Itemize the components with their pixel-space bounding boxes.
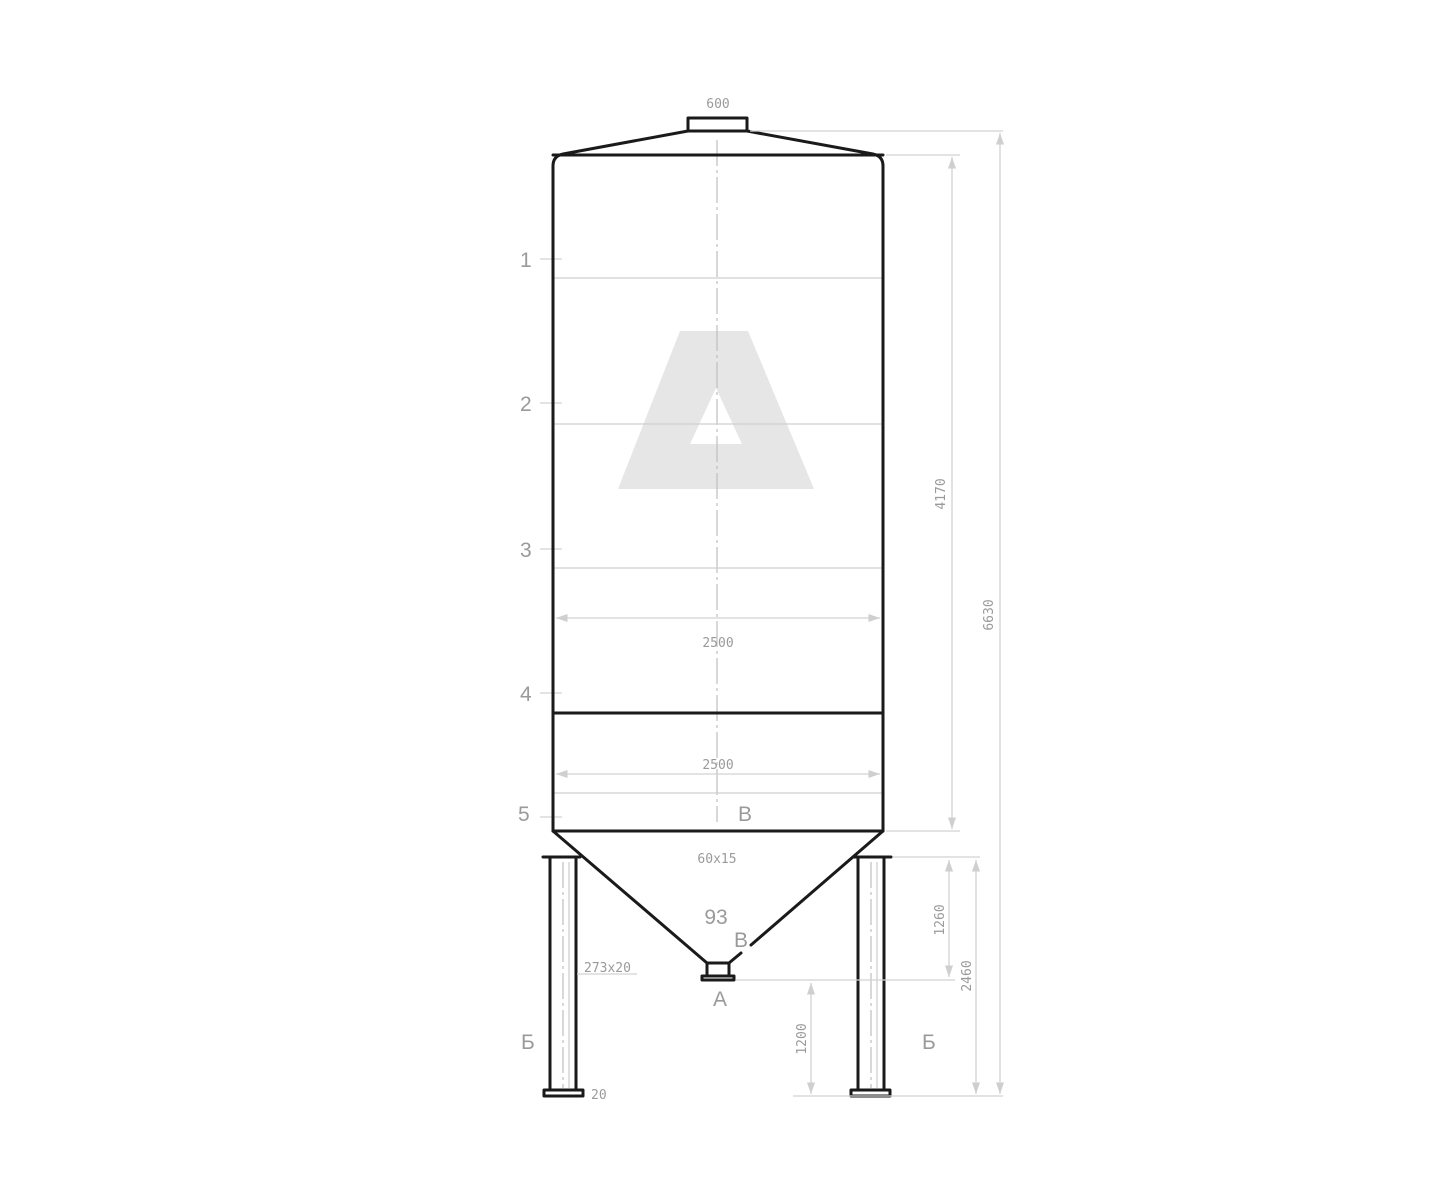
cone-drop-dimension: 1260 <box>933 904 948 935</box>
shell-diameter-lower: 2500 <box>702 758 733 773</box>
cone-angle-label: 93 <box>704 906 727 929</box>
section-b-right: Б <box>922 1031 936 1054</box>
section-a-label: А <box>713 988 727 1011</box>
level-mark-4: 4 <box>520 683 532 706</box>
silo-outline <box>541 116 893 1098</box>
shell-diameter-upper: 2500 <box>702 636 733 651</box>
ring-profile-label: 60x15 <box>697 852 736 867</box>
overall-height-dimension: 6630 <box>982 599 997 630</box>
outlet-height-dimension: 1200 <box>795 1023 810 1054</box>
section-v-upper: В <box>738 803 752 826</box>
section-v-lower: В <box>734 929 748 952</box>
level-mark-2: 2 <box>520 393 532 416</box>
leg-height-dimension: 2460 <box>960 960 975 991</box>
level-mark-5: 5 <box>518 803 530 826</box>
triangle-logo-icon <box>618 331 814 489</box>
shell-height-dimension: 4170 <box>934 478 949 509</box>
level-ticks <box>540 258 562 818</box>
top-hatch-dimension: 600 <box>706 97 729 112</box>
level-mark-3: 3 <box>520 539 532 562</box>
dimension-lines <box>556 130 1005 1097</box>
foot-plate-label: 20 <box>591 1088 607 1103</box>
section-b-left: Б <box>521 1031 535 1054</box>
leg-pipe-label: 273x20 <box>584 961 631 976</box>
level-mark-1: 1 <box>520 249 532 272</box>
shell-seams <box>553 277 883 794</box>
